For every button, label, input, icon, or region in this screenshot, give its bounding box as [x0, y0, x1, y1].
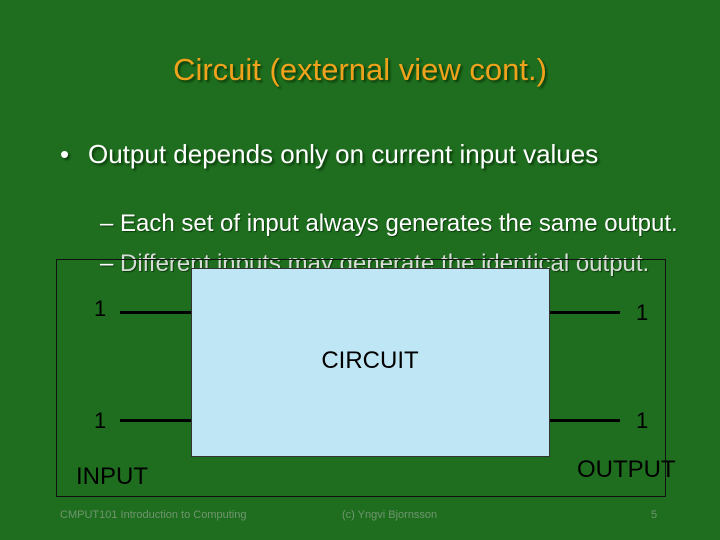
input-value-bottom: 1: [94, 408, 107, 433]
output-wire-bottom: [550, 419, 620, 422]
sub-bullets: – Each set of input always generates the…: [100, 209, 700, 279]
circuit-diagram-frame: [56, 259, 666, 497]
output-value-top: 1: [636, 300, 649, 325]
footer-author: (c) Yngvi Bjornsson: [342, 509, 438, 521]
footer-course: CMPUT101 Introduction to Computing: [60, 509, 247, 521]
input-label: INPUT: [76, 463, 148, 490]
main-bullet: • Output depends only on current input v…: [60, 138, 660, 171]
input-value-top: 1: [94, 296, 107, 321]
sub-bullet-text: Each set of input always generates the s…: [120, 210, 678, 237]
input-wire-top: [120, 311, 191, 314]
dash-marker: –: [100, 250, 114, 277]
circuit-label: CIRCUIT: [321, 347, 419, 374]
input-wire-bottom: [120, 419, 191, 422]
circuit-box: [191, 268, 550, 457]
output-wire-top: [550, 311, 620, 314]
sub-bullet: – Each set of input always generates the…: [100, 209, 700, 239]
dash-marker: –: [100, 210, 114, 237]
slide-title: Circuit (external view cont.): [173, 52, 547, 87]
output-label: OUTPUT: [577, 456, 676, 483]
bullet-text: Output depends only on current input val…: [88, 139, 599, 169]
bullet-marker: •: [60, 139, 70, 169]
output-value-bottom: 1: [636, 408, 649, 433]
footer-page-number: 5: [651, 509, 658, 521]
